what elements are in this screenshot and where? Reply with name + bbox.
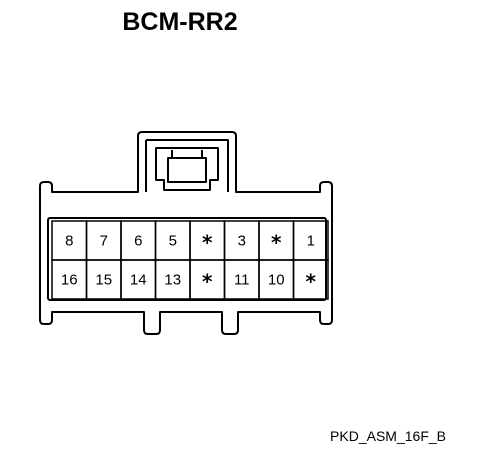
pin-cell-bottom-8 [292, 259, 329, 300]
pin-number: 14 [130, 272, 147, 289]
pin-number: 15 [95, 272, 112, 289]
pin-number: 13 [164, 272, 181, 289]
pin-number: 3 [238, 233, 246, 250]
pin-unused-marker: * [271, 231, 282, 255]
pin-unused-marker: * [202, 231, 213, 255]
pin-number: 5 [169, 233, 177, 250]
pin-number: 1 [307, 233, 315, 250]
pin-number: 16 [61, 272, 78, 289]
pin-grid: 8 7 6 5 * 3 * 1 16 15 14 13 * 11 10 * [51, 220, 329, 300]
pin-number: 8 [65, 233, 73, 250]
part-code: PKD_ASM_16F_B [330, 428, 446, 444]
pin-number: 10 [268, 272, 285, 289]
connector-title: BCM-RR2 [122, 8, 238, 36]
pin-number: 7 [100, 233, 108, 250]
pin-number: 6 [134, 233, 142, 250]
pin-unused-marker: * [306, 270, 317, 294]
connector-housing [39, 131, 333, 335]
pin-number: 11 [234, 272, 250, 289]
pin-unused-marker: * [202, 270, 213, 294]
